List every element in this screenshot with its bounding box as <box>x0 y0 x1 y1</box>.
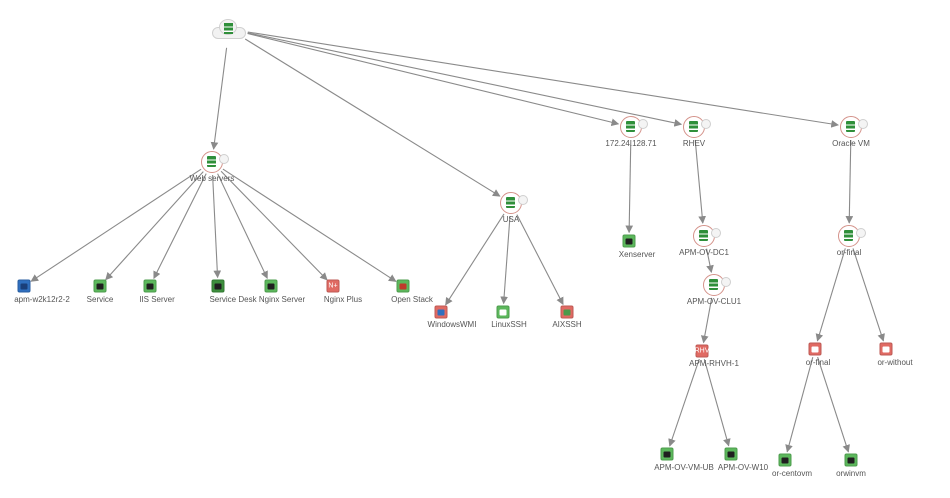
vm-monitor-icon <box>778 453 792 467</box>
edge-web_servers-to-service_desk <box>212 174 222 279</box>
cluster-icon <box>703 274 731 296</box>
edge-web_servers-to-nginx_plus <box>220 170 328 281</box>
server-group-icon <box>838 225 866 247</box>
server-group-icon <box>500 192 528 214</box>
node-label: or-final <box>836 248 862 257</box>
node-label: IIS Server <box>139 295 175 304</box>
node-label: APM-OV-CLU1 <box>686 297 742 306</box>
vm-monitor-icon <box>724 447 738 461</box>
node-label: 172.24.128.71 <box>605 139 657 148</box>
windows-monitor-icon <box>17 279 31 293</box>
edge-ip_172-to-xenserver <box>625 139 634 234</box>
edge-or_final_host-to-orwinvm <box>817 356 850 453</box>
node-label: or-final <box>805 358 831 367</box>
edge-root-to-oracle_vm <box>247 31 839 128</box>
edge-web_servers-to-apm_w2k12r2 <box>30 168 202 282</box>
host-monitor-icon <box>808 342 822 356</box>
node-label: AIXSSH <box>552 320 582 329</box>
edge-web_servers-to-open_stack <box>222 168 397 282</box>
openstack-monitor-icon <box>396 279 410 293</box>
cloud-group-icon <box>212 19 246 39</box>
datacenter-icon <box>693 225 721 247</box>
edge-web_servers-to-nginx_server <box>217 173 268 279</box>
edge-root-to-rhev <box>247 32 683 127</box>
node-label: Service Desk <box>209 295 257 304</box>
windows-monitor-icon <box>434 305 448 319</box>
node-label: Xenserver <box>618 250 656 259</box>
node-label: Nginx Server <box>258 295 306 304</box>
node-label: APM-RHVH-1 <box>689 359 739 368</box>
node-label: RHEV <box>682 139 706 148</box>
node-label: orwinvm <box>836 469 866 478</box>
edge-or_final_host-to-or_centovm <box>785 357 814 453</box>
node-label: LinuxSSH <box>491 320 527 329</box>
nginx-plus-monitor-icon: N+ <box>326 279 340 293</box>
node-label: APM-OV-VM-UB <box>654 463 714 472</box>
service-desk-monitor-icon <box>211 279 225 293</box>
edge-apm_rhvh_1-to-apm_ov_vm_ub <box>668 358 700 447</box>
edge-oracle_vm-to-or_final_group <box>845 139 854 224</box>
server-group-icon <box>840 116 868 138</box>
node-label: Service <box>86 295 114 304</box>
edge-root-to-web_servers <box>210 47 228 150</box>
edge-rhev-to-apm_ov_dc1 <box>694 139 707 224</box>
service-monitor-icon <box>93 279 107 293</box>
node-label: APM-OV-W10 <box>717 463 769 472</box>
vm-monitor-icon <box>844 453 858 467</box>
node-label: or-without <box>877 358 913 367</box>
edge-apm_ov_clu1-to-apm_rhvh_1 <box>700 297 713 344</box>
node-label: Oracle VM <box>832 139 870 148</box>
iis-monitor-icon <box>143 279 157 293</box>
edge-root-to-ip_172 <box>247 32 620 126</box>
node-label: apm-w2k12r2-2 <box>14 295 70 304</box>
edge-apm_rhvh_1-to-apm_ov_w10 <box>703 359 731 447</box>
node-label: USA <box>502 215 520 224</box>
edge-web_servers-to-iis_server <box>153 173 207 280</box>
server-group-icon <box>620 116 648 138</box>
host-monitor-icon <box>879 342 893 356</box>
edge-root-to-usa <box>244 38 501 197</box>
node-label: Web servers <box>189 174 235 183</box>
node-label: WindowsWMI <box>427 320 477 329</box>
node-label: or-centovm <box>771 469 813 478</box>
aix-monitor-icon <box>560 305 574 319</box>
edge-usa-to-linuxssh <box>500 215 511 305</box>
vm-monitor-icon <box>660 447 674 461</box>
server-group-icon <box>201 151 229 173</box>
node-label: Nginx Plus <box>323 295 363 304</box>
server-group-icon <box>683 116 711 138</box>
linux-monitor-icon <box>496 305 510 319</box>
edge-usa-to-windowswmi <box>445 213 505 306</box>
node-label: APM-OV-DC1 <box>679 248 729 257</box>
node-label: Open Stack <box>391 295 433 304</box>
xenserver-monitor-icon <box>622 234 636 248</box>
edge-usa-to-aixssh <box>516 214 564 306</box>
host-monitor-icon: RHV <box>695 344 709 358</box>
edge-web_servers-to-service <box>105 171 204 281</box>
edge-or_final_group-to-or_final_host <box>815 248 846 342</box>
edge-apm_ov_dc1-to-apm_ov_clu1 <box>706 248 714 274</box>
edge-or_final_group-to-or_without <box>852 248 885 342</box>
nginx-monitor-icon <box>264 279 278 293</box>
